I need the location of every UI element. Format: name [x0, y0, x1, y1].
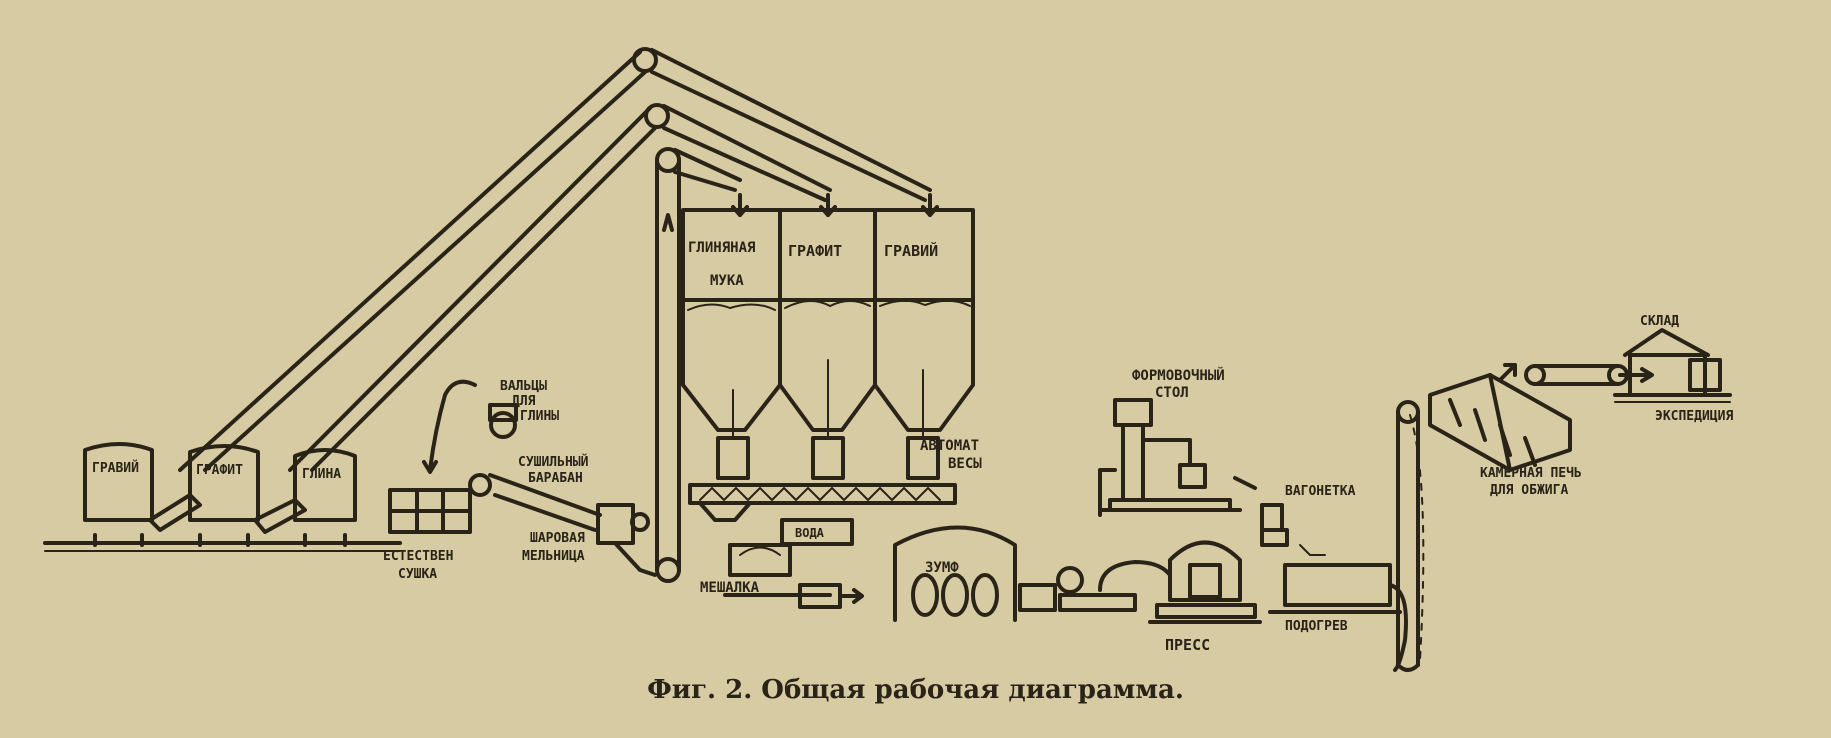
label-mixer: МЕШАЛКА: [700, 580, 760, 596]
label-dispatch: ЭКСПЕДИЦИЯ: [1655, 409, 1733, 424]
label-rolls-1: ВАЛЬЦЫ: [500, 379, 547, 394]
label-water: ВОДА: [795, 526, 825, 540]
graphite-feeder: [253, 498, 307, 534]
heating-chamber: [1268, 544, 1408, 672]
label-gravel-bin: ГРАВИЙ: [92, 460, 139, 476]
label-clay-bin: ГЛИНА: [302, 467, 341, 482]
label-scales-1: АВТОМАТ: [920, 438, 979, 454]
label-natural-drying-1: ЕСТЕСТВЕН: [383, 549, 453, 564]
chamber-kiln: [1428, 373, 1572, 472]
graphite-bin: [188, 444, 260, 547]
clay-rolls: [422, 379, 518, 474]
ball-mill: [596, 503, 657, 577]
warehouse-building: [1613, 328, 1732, 403]
label-natural-drying-2: СУШКА: [398, 567, 437, 582]
label-molding-2: СТОЛ: [1155, 385, 1189, 401]
label-silo-graphite: ГРАФИТ: [788, 242, 842, 260]
belt-conveyor-graphite: [288, 103, 832, 472]
label-silo-clay-2: МУКА: [710, 273, 744, 289]
molding-table: [1098, 398, 1242, 517]
mixer: [723, 543, 864, 609]
natural-drying-rack: [388, 488, 472, 534]
label-ball-mill-1: ШАРОВАЯ: [530, 531, 585, 546]
label-kiln-1: КАМЕРНАЯ ПЕЧЬ: [1480, 466, 1582, 481]
screw-conveyor: [688, 483, 957, 522]
pump: [1056, 560, 1172, 612]
label-press: ПРЕСС: [1165, 636, 1210, 654]
label-drum-2: БАРАБАН: [528, 471, 583, 486]
automatic-scales: [716, 359, 940, 480]
bucket-elevator: [655, 147, 742, 583]
gravel-feeder: [148, 493, 202, 532]
label-sump: ЗУМФ: [925, 560, 959, 576]
trolley: [1233, 476, 1289, 547]
label-graphite-bin: ГРАФИТ: [196, 463, 243, 478]
belt-conveyor-gravel: [178, 47, 932, 472]
label-silo-gravel: ГРАВИЙ: [884, 241, 938, 260]
label-drum-1: СУШИЛЬНЫЙ: [518, 454, 589, 470]
press: [1148, 540, 1262, 624]
label-heating: ПОДОГРЕВ: [1285, 619, 1348, 634]
label-ball-mill-2: МЕЛЬНИЦА: [522, 549, 585, 564]
label-kiln-2: ДЛЯ ОБЖИГА: [1490, 483, 1568, 498]
label-trolley: ВАГОНЕТКА: [1285, 484, 1356, 499]
label-scales-2: ВЕСЫ: [948, 456, 982, 472]
diagram-labels: ГРАВИЙ ГРАФИТ ГЛИНА ЕСТЕСТВЕН СУШКА ВАЛЬ…: [92, 240, 1733, 654]
drying-drum: [468, 473, 602, 532]
clay-bin: [293, 448, 357, 547]
warehouse-conveyor: [1498, 363, 1654, 386]
sump-pit: [893, 525, 1057, 622]
label-silo-clay-1: ГЛИНЯНАЯ: [688, 240, 755, 256]
figure-caption: Фиг. 2. Общая рабочая диаграмма.: [647, 675, 1184, 705]
label-warehouse: СКЛАД: [1640, 314, 1679, 329]
kiln-conveyor: [1396, 400, 1425, 672]
label-molding-1: ФОРМОВОЧНЫЙ: [1132, 367, 1225, 384]
gravel-bin: [83, 442, 154, 547]
water-tank: [780, 518, 854, 546]
label-rolls-2: ДЛЯ: [512, 394, 536, 409]
silo-block: [681, 193, 975, 432]
label-rolls-3: ГЛИНЫ: [520, 409, 559, 424]
